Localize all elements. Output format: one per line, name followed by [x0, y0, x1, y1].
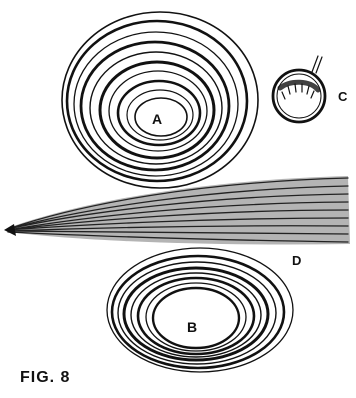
label-c: C — [338, 89, 348, 104]
label-b: B — [187, 319, 197, 335]
ring-b-concentric-layers — [107, 248, 293, 372]
label-a: A — [152, 111, 162, 127]
label-d: D — [292, 253, 301, 268]
ring-a-concentric-layers — [62, 12, 258, 188]
figure-caption: FIG. 8 — [20, 369, 70, 386]
cell-c — [273, 56, 325, 122]
